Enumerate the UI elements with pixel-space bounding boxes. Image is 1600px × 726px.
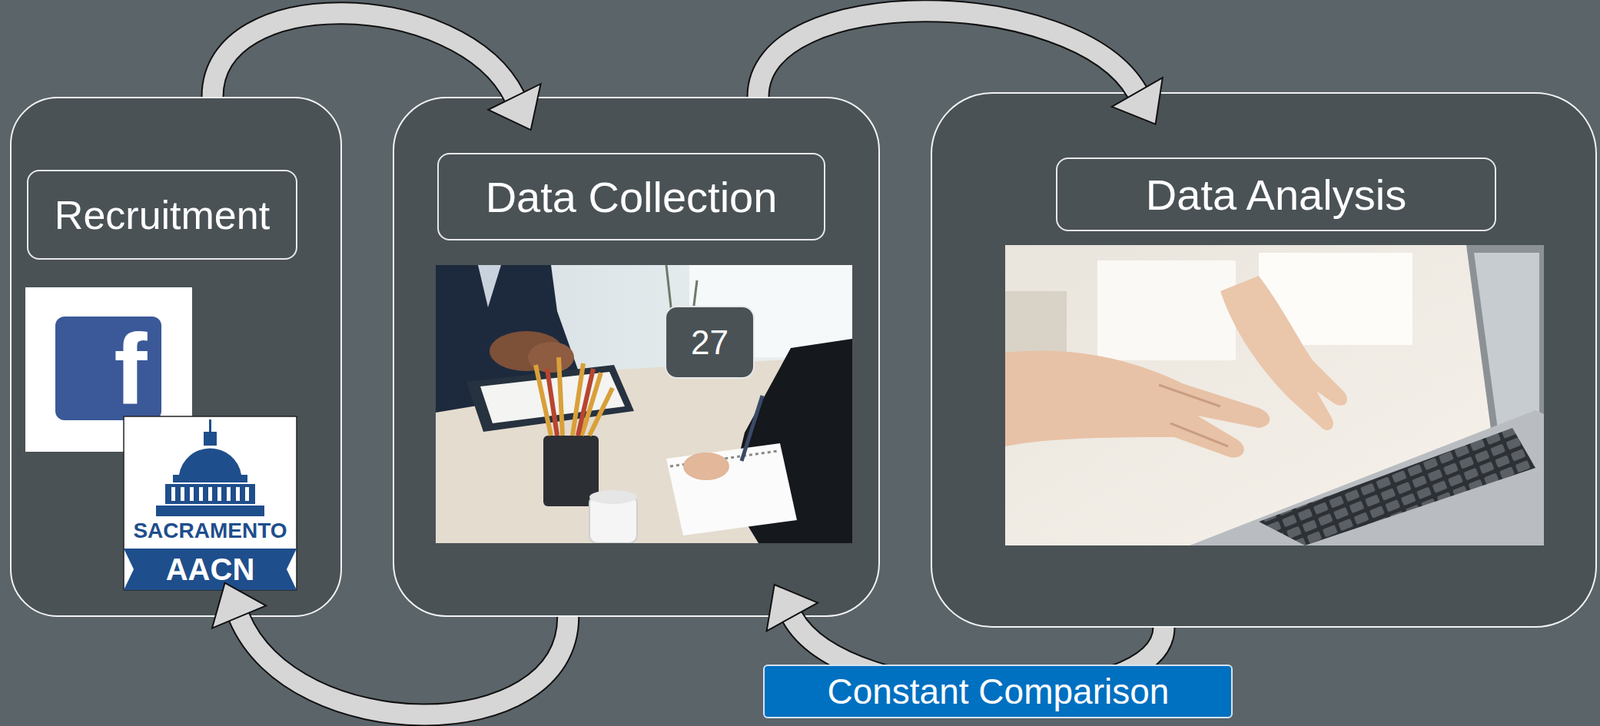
count-number: 27 [690, 323, 729, 362]
arrow-head [487, 83, 541, 130]
curved-arrow [766, 584, 1165, 692]
laptop-photo [1005, 245, 1544, 546]
arrow-outline [239, 617, 568, 716]
curved-arrow [212, 13, 542, 130]
title-box: Recruitment [26, 169, 298, 260]
logo-square [55, 316, 162, 421]
arrow-head [1112, 77, 1163, 125]
stage-title: Data Collection [485, 172, 778, 223]
edge-label: Constant Comparison [763, 664, 1233, 719]
logo-text: f [103, 311, 158, 427]
interview-photo [435, 265, 853, 544]
title-box: Data Collection [437, 152, 826, 241]
capitol-dome [123, 419, 297, 591]
arrow-band [212, 13, 515, 97]
stage-title: Data Analysis [1145, 169, 1407, 220]
count-badge: 27 [664, 305, 755, 379]
stage-title: Recruitment [54, 192, 270, 239]
arrow-outline [212, 13, 515, 97]
arrow-head [212, 583, 266, 629]
banner [123, 548, 297, 591]
arrow-band [758, 10, 1138, 97]
curved-arrow [212, 583, 568, 716]
arrow-band [239, 617, 568, 716]
logo-ground [123, 416, 297, 591]
title-box: Data Analysis [1055, 157, 1497, 232]
logo-text: AACN [123, 551, 297, 588]
arrow-outline [758, 10, 1138, 97]
arrow-head [766, 584, 819, 631]
arrow-outline [792, 617, 1165, 692]
logo-text: SACRAMENTO [123, 517, 297, 545]
aacn-logo [123, 416, 297, 591]
curved-arrow [758, 10, 1163, 124]
arrow-band [792, 617, 1165, 692]
